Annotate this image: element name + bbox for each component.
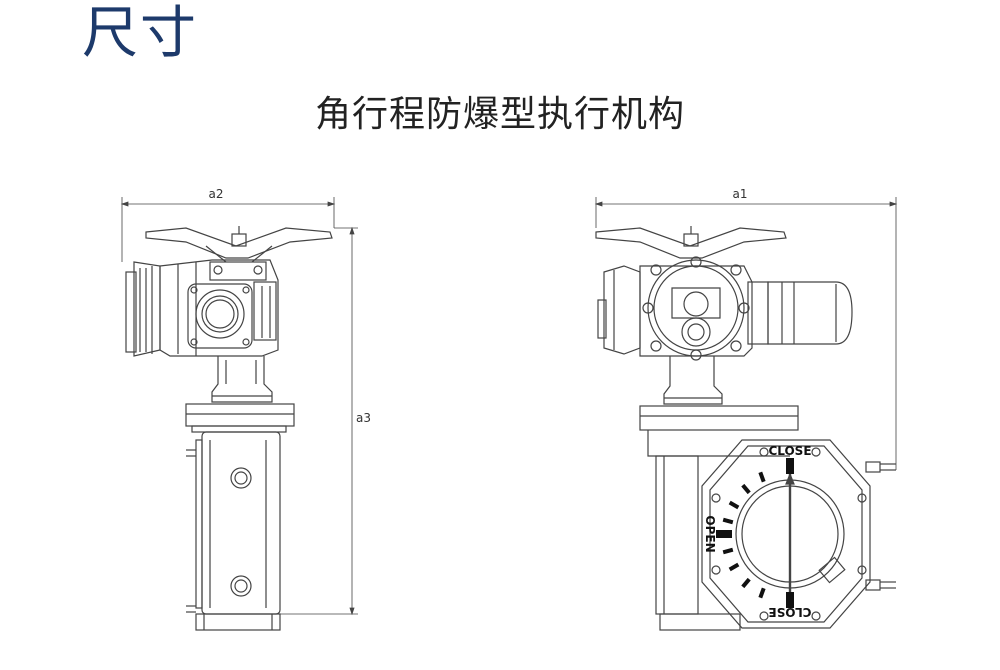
bracket-plate-front xyxy=(639,405,799,457)
position-dial-plate xyxy=(701,439,871,629)
dial-close-bottom-label: CLOSE xyxy=(768,605,811,619)
dial-close-top-label: CLOSE xyxy=(768,444,811,458)
subtitle: 角行程防爆型执行机构 xyxy=(314,94,685,135)
dimension-a3-label: a3 xyxy=(356,411,371,425)
handwheel-side xyxy=(145,226,333,263)
dial-open-label: OPEN xyxy=(703,515,717,552)
motor-cover-right-front xyxy=(747,281,853,345)
dimension-a2-label: a2 xyxy=(209,187,224,201)
bracket-plate-side xyxy=(185,403,295,433)
side-view-actuator xyxy=(120,197,358,631)
dimension-a1-line xyxy=(594,197,898,470)
dimension-a1-label: a1 xyxy=(733,187,748,201)
cable-port-side xyxy=(187,283,253,349)
actuator-body-front xyxy=(639,256,753,361)
dial-tick-marks xyxy=(716,458,794,608)
section-title: 尺寸 xyxy=(82,1,198,66)
mounting-neck-side xyxy=(211,356,273,403)
gearbox-side xyxy=(186,431,281,631)
mounting-neck-front xyxy=(663,356,723,405)
dimension-a2-line xyxy=(120,197,336,262)
dimension-a3-line xyxy=(280,226,358,616)
gearbox-front-body xyxy=(655,455,741,631)
side-bolts-front xyxy=(865,461,896,591)
cover-left-front xyxy=(597,265,641,355)
handwheel-front xyxy=(595,226,787,259)
front-view-actuator xyxy=(594,197,898,631)
actuator-body-side xyxy=(125,259,279,357)
